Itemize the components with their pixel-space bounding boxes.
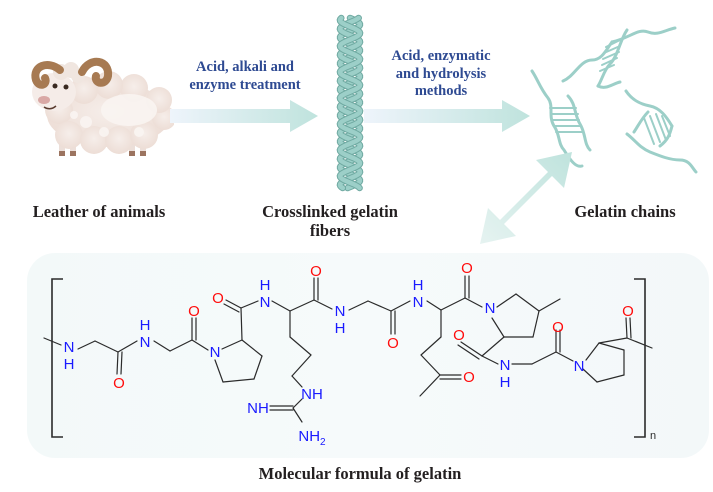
amine-subscript: 2 bbox=[320, 437, 326, 448]
process-label-line: Acid, enzymatic bbox=[391, 48, 491, 64]
atom-oxygen: O bbox=[310, 263, 322, 280]
process-label-extraction: Acid, alkali and enzyme treatment bbox=[170, 59, 320, 94]
stage-label-fibers: Crosslinked gelatin fibers bbox=[250, 202, 410, 240]
atom-hydrogen: H bbox=[64, 356, 75, 373]
right-bracket bbox=[634, 278, 646, 438]
triple-helix-icon bbox=[336, 14, 364, 192]
atom-nitrogen: N bbox=[574, 358, 585, 375]
atom-oxygen: O bbox=[453, 327, 465, 344]
atom-oxygen: O bbox=[188, 303, 200, 320]
stage-label-leather: Leather of animals bbox=[32, 202, 166, 221]
atom-imine-nh: NH bbox=[247, 400, 269, 417]
right-arrow-icon bbox=[170, 100, 318, 132]
atom-oxygen: O bbox=[461, 260, 473, 277]
stage-label-line: fibers bbox=[309, 221, 351, 240]
right-arrow-icon bbox=[364, 100, 530, 132]
amine-nh-text: NH bbox=[298, 428, 320, 445]
atom-amine-nh: NH bbox=[301, 386, 323, 403]
atom-hydrogen: H bbox=[260, 277, 271, 294]
atom-hydrogen: H bbox=[140, 317, 151, 334]
atom-nitrogen: N bbox=[335, 303, 346, 320]
repeat-subscript: n bbox=[650, 430, 656, 442]
atom-amine-nh2: NH2 bbox=[298, 428, 326, 448]
process-label-hydrolysis: Acid, enzymatic and hydrolysis methods bbox=[366, 48, 516, 101]
atom-oxygen: O bbox=[113, 375, 125, 392]
sheep-icon bbox=[31, 58, 174, 156]
bonds bbox=[43, 275, 653, 423]
process-label-line: methods bbox=[414, 83, 468, 99]
stage-label-line: Crosslinked gelatin bbox=[262, 202, 398, 221]
atom-nitrogen: N bbox=[413, 294, 424, 311]
molecule-caption: Molecular formula of gelatin bbox=[258, 464, 462, 483]
repeat-brackets bbox=[51, 278, 646, 438]
gelatin-chains-icon bbox=[530, 26, 698, 174]
atom-hydrogen: H bbox=[500, 374, 511, 391]
helix-strand bbox=[337, 15, 363, 191]
double-headed-arrow-icon bbox=[480, 152, 572, 244]
left-bracket bbox=[51, 278, 63, 438]
process-label-line: and hydrolysis bbox=[395, 65, 487, 82]
atom-nitrogen: N bbox=[500, 357, 511, 374]
atom-nitrogen: N bbox=[485, 300, 496, 317]
chain-pair bbox=[624, 89, 698, 174]
atom-hydrogen: H bbox=[335, 320, 346, 337]
atom-oxygen: O bbox=[552, 319, 564, 336]
atom-oxygen: O bbox=[387, 335, 399, 352]
atom-nitrogen: N bbox=[210, 344, 221, 361]
stage-label-chains: Gelatin chains bbox=[574, 202, 676, 221]
atom-labels: N H O H N O N O H N O N H O H N O O N O … bbox=[64, 260, 634, 448]
chain-pair bbox=[561, 26, 677, 89]
molecule-panel bbox=[27, 253, 709, 458]
atom-oxygen: O bbox=[622, 303, 634, 320]
atom-oxygen: O bbox=[463, 369, 475, 386]
atom-oxygen: O bbox=[212, 290, 224, 307]
process-label-line: enzyme treatment bbox=[189, 76, 301, 93]
process-label-line: Acid, alkali and bbox=[196, 59, 294, 75]
atom-hydrogen: H bbox=[413, 277, 424, 294]
atom-nitrogen: N bbox=[260, 294, 271, 311]
sheep-horns bbox=[31, 58, 113, 89]
atom-nitrogen: N bbox=[140, 334, 151, 351]
atom-nitrogen: N bbox=[64, 339, 75, 356]
